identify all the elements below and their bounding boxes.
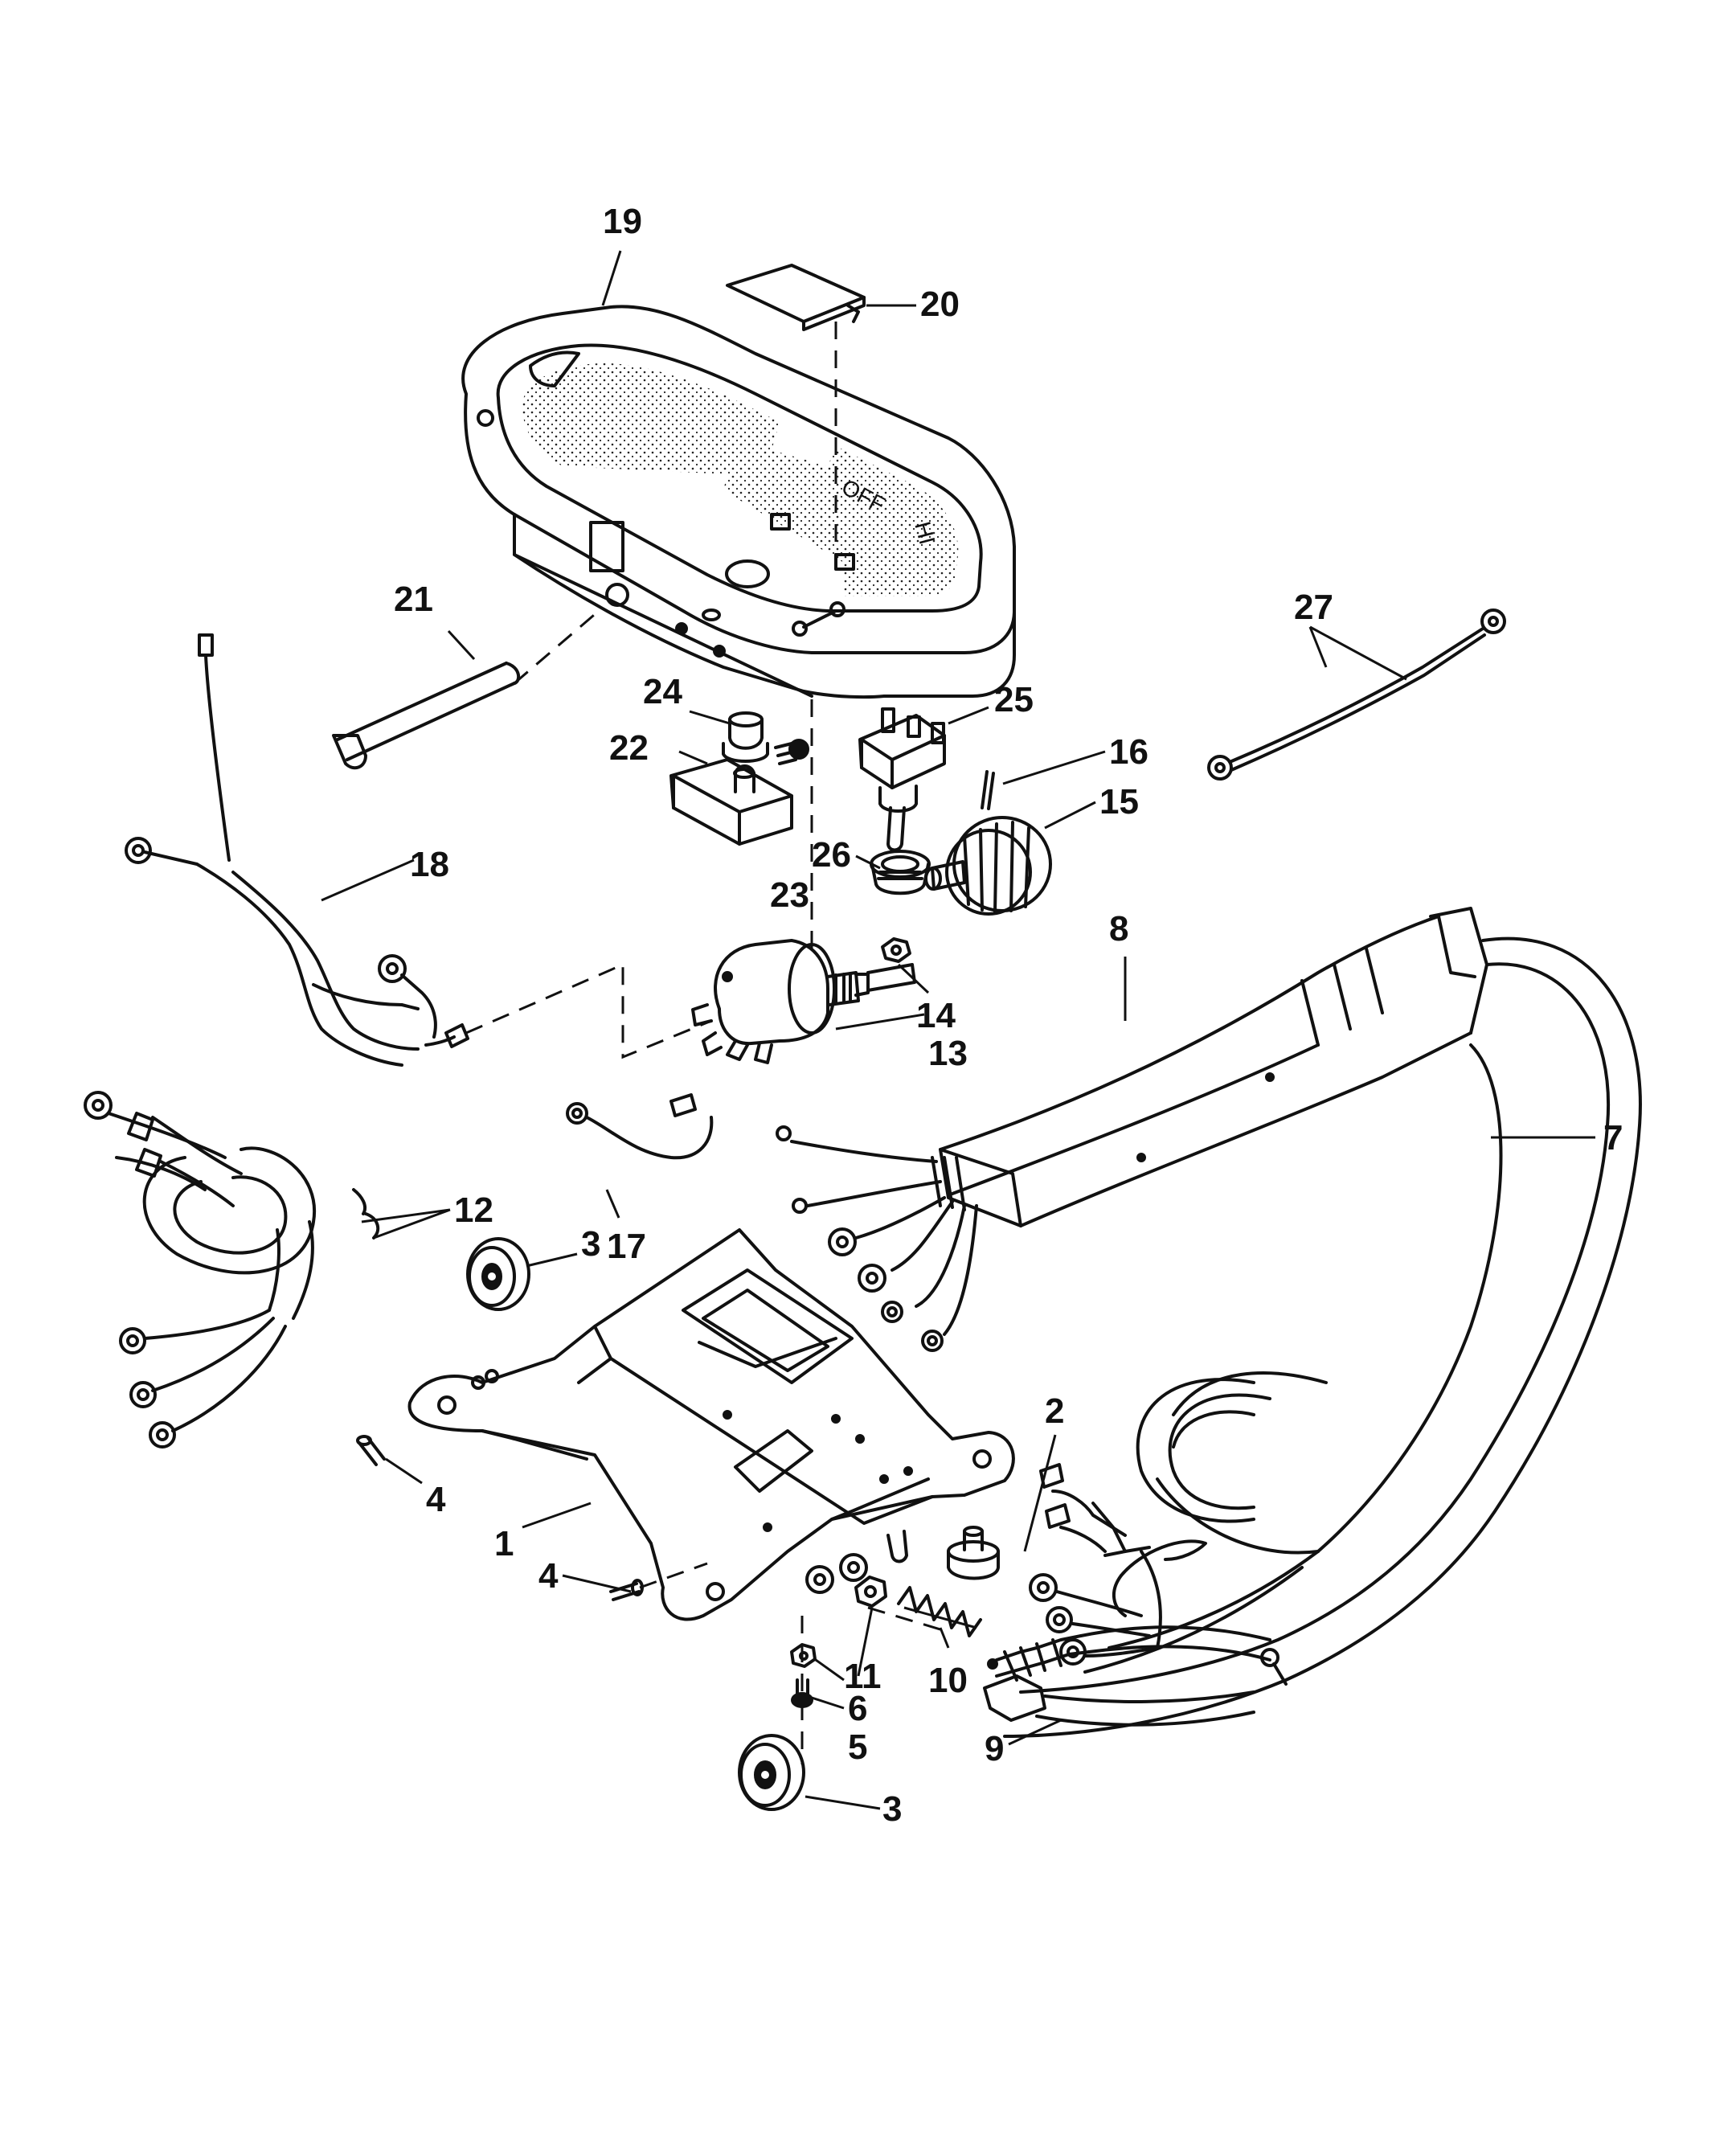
- callout-16: 16: [1109, 732, 1148, 772]
- callout-23: 23: [770, 875, 809, 915]
- top-housing: OFF HI: [461, 305, 1016, 699]
- callout-20: 20: [920, 285, 960, 324]
- wire-harness-12: [84, 1091, 380, 1449]
- callout-3-upper: 3: [581, 1224, 600, 1264]
- ground-wire-27: [1207, 609, 1506, 781]
- bracket-guide: [867, 1606, 949, 1633]
- callout-6: 6: [848, 1689, 867, 1728]
- callout-labels: 19 20 21 24 22 25 16 15 26 23 18 8 14 13…: [394, 202, 1623, 1829]
- callout-24: 24: [643, 672, 682, 711]
- callout-2: 2: [1045, 1391, 1064, 1431]
- callout-14: 14: [916, 996, 956, 1035]
- callout-4-lower: 4: [538, 1556, 559, 1596]
- sheath-leads: [776, 1125, 978, 1352]
- rotary-switch: [691, 939, 916, 1064]
- hinge-pin: [332, 662, 521, 770]
- callout-25: 25: [994, 680, 1034, 719]
- spring-10: [897, 1586, 982, 1637]
- mounting-bracket: [407, 1228, 1015, 1621]
- callout-13: 13: [928, 1034, 968, 1073]
- wheel-lower: [738, 1734, 805, 1811]
- pin-guide: [514, 609, 600, 685]
- callout-22: 22: [609, 728, 649, 768]
- wire-harness-18: [125, 633, 469, 1067]
- wheel-upper: [466, 1237, 530, 1311]
- callout-7: 7: [1603, 1118, 1623, 1158]
- callout-8: 8: [1109, 909, 1128, 949]
- callout-17: 17: [607, 1227, 646, 1266]
- nut-11: [854, 1576, 887, 1608]
- callout-1: 1: [494, 1524, 514, 1563]
- callout-9: 9: [985, 1729, 1004, 1768]
- callout-10: 10: [928, 1661, 968, 1700]
- callout-3-lower: 3: [882, 1789, 902, 1829]
- callout-11: 11: [844, 1657, 882, 1696]
- bushing-nut: [870, 850, 931, 895]
- callout-12: 12: [454, 1190, 493, 1230]
- harness-18-guide: [465, 962, 712, 1059]
- leader-lines: [321, 250, 1595, 1810]
- micro-switch: [669, 758, 793, 846]
- callout-15: 15: [1099, 782, 1139, 822]
- cover-plate: [726, 264, 866, 331]
- cable-sheath-8: [931, 907, 1488, 1227]
- screw: [774, 739, 809, 765]
- callout-18: 18: [410, 845, 449, 884]
- pin-4-upper: [356, 1435, 386, 1466]
- callout-19: 19: [603, 202, 642, 241]
- callout-5: 5: [848, 1727, 867, 1767]
- roll-pin: [981, 770, 995, 810]
- callout-4-upper: 4: [426, 1480, 446, 1519]
- grommet-2: [947, 1526, 1000, 1580]
- pin4-guide: [639, 1562, 708, 1589]
- control-knob: [924, 816, 1052, 916]
- toggle-switch: [858, 707, 946, 852]
- callout-21: 21: [394, 580, 433, 619]
- cable-ends-9: [983, 1463, 1288, 1727]
- hex-nut: [881, 937, 911, 963]
- ground-lead-17: [566, 1093, 714, 1160]
- push-button: [722, 711, 769, 763]
- callout-26: 26: [812, 835, 851, 875]
- cable-loop-7: [1003, 936, 1642, 1738]
- callout-27: 27: [1294, 588, 1333, 627]
